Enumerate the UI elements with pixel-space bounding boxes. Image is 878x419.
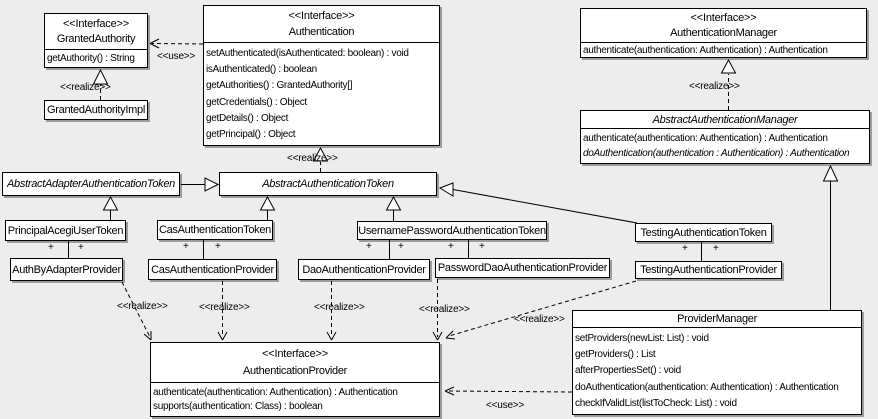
class-name: GrantedAuthorityImpl	[47, 104, 145, 116]
method: getDetails() : Object	[206, 112, 289, 124]
stereotype: <<Interface>>	[288, 10, 355, 22]
use-label: <<use>>	[486, 400, 525, 411]
assoc-end-plus: +	[48, 242, 54, 253]
edge-gen-adaptertoken-abstracttoken	[181, 177, 220, 192]
class-cas-authentication-provider[interactable]: CasAuthenticationProvider	[148, 259, 277, 280]
class-auth-by-adapter-provider[interactable]: AuthByAdapterProvider	[10, 258, 123, 281]
class-abstract-authentication-manager[interactable]: AbstractAuthenticationManager authentica…	[580, 110, 870, 164]
method: setProviders(newList: List) : void	[575, 333, 709, 345]
class-name: CasAuthenticationProvider	[151, 263, 274, 276]
assoc-end-plus: +	[398, 241, 404, 252]
class-cas-authentication-token[interactable]: CasAuthenticationToken	[157, 220, 273, 240]
realize-label: <<realize>>	[314, 302, 365, 313]
edge-gen-testingtoken	[438, 182, 638, 224]
assoc-end-plus: +	[713, 243, 719, 254]
stereotype: <<Interface>>	[63, 17, 129, 30]
realize-label: <<realize>>	[419, 304, 470, 315]
edge-gen-principaltoken	[102, 195, 119, 220]
class-name: AuthByAdapterProvider	[12, 263, 121, 276]
class-name: CasAuthenticationToken	[158, 224, 272, 236]
assoc-end-plus: +	[479, 241, 485, 252]
realize-label: <<realize>>	[287, 153, 338, 164]
realize-label: <<realize>>	[199, 302, 250, 313]
class-provider-manager[interactable]: ProviderManager setProviders(newList: Li…	[572, 310, 862, 415]
edge-gen-usernamepasswordtoken	[385, 195, 402, 221]
realize-label: <<realize>>	[689, 81, 740, 92]
class-name: TestingAuthenticationToken	[640, 226, 767, 239]
stereotype: <<Interface>>	[690, 12, 757, 24]
method: getCredentials() : Object	[206, 96, 307, 108]
method: checkIfValidList(listToCheck: List) : vo…	[575, 397, 737, 409]
class-name: TestingAuthenticationProvider	[640, 264, 777, 276]
class-authentication[interactable]: <<Interface>> Authentication setAuthenti…	[203, 5, 440, 146]
assoc-end-plus: +	[215, 241, 221, 252]
class-name: GrantedAuthority	[56, 33, 136, 46]
method: isAuthenticated() : boolean	[206, 64, 317, 76]
class-authentication-manager[interactable]: <<Interface>> AuthenticationManager auth…	[580, 8, 867, 58]
class-testing-authentication-token[interactable]: TestingAuthenticationToken	[635, 223, 772, 242]
class-name: AuthenticationProvider	[242, 365, 348, 377]
method: getAuthority() : String	[47, 53, 135, 64]
class-abstract-adapter-authentication-token[interactable]: AbstractAdapterAuthenticationToken	[2, 172, 180, 196]
class-name: PrincipalAcegiUserToken	[7, 224, 124, 237]
method: setAuthenticated(isAuthenticated: boolea…	[206, 48, 409, 60]
method: authenticate(authentication: Authenticat…	[153, 386, 398, 398]
class-password-dao-authentication-provider[interactable]: PasswordDaoAuthenticationProvider	[435, 258, 610, 278]
method: getAuthorities() : GrantedAuthority[]	[206, 80, 353, 92]
class-dao-authentication-provider[interactable]: DaoAuthenticationProvider	[298, 259, 430, 280]
class-granted-authority-impl[interactable]: GrantedAuthorityImpl	[44, 100, 148, 120]
method: getPrincipal() : Object	[206, 128, 296, 140]
class-username-password-authentication-token[interactable]: UsernamePasswordAuthenticationToken	[357, 221, 547, 240]
assoc-end-plus: +	[366, 241, 372, 252]
class-name: AbstractAdapterAuthenticationToken	[7, 178, 175, 190]
edge-gen-providermanager-aam	[822, 164, 839, 310]
method: supports(authentication: Class) : boolea…	[153, 401, 323, 413]
stereotype: <<Interface>>	[262, 348, 328, 360]
edge-gen-castoken	[259, 195, 276, 220]
class-name: AbstractAuthenticationManager	[652, 113, 798, 126]
use-label: <<use>>	[157, 51, 196, 62]
class-authentication-provider[interactable]: <<Interface>> AuthenticationProvider aut…	[150, 342, 440, 417]
method: doAuthentication(authentication: Authent…	[575, 381, 839, 393]
assoc-end-plus: +	[183, 241, 189, 252]
realize-label: <<realize>>	[514, 314, 565, 325]
class-name: AbstractAuthenticationToken	[262, 178, 394, 190]
class-testing-authentication-provider[interactable]: TestingAuthenticationProvider	[635, 261, 782, 279]
assoc-end-plus: +	[448, 241, 454, 252]
edge-use-authentication-grantedauthority	[149, 38, 204, 49]
method: authenticate(authentication: Authenticat…	[583, 133, 828, 144]
class-name: DaoAuthenticationProvider	[302, 263, 426, 276]
class-name: AuthenticationManager	[670, 27, 777, 39]
assoc-end-plus: +	[78, 242, 84, 253]
class-principal-acegi-user-token[interactable]: PrincipalAcegiUserToken	[5, 220, 126, 241]
method: getProviders() : List	[575, 349, 656, 361]
realize-label: <<realize>>	[60, 82, 111, 93]
class-granted-authority[interactable]: <<Interface>> GrantedAuthority getAuthor…	[44, 13, 148, 68]
class-name: UsernamePasswordAuthenticationToken	[358, 224, 546, 237]
method: afterPropertiesSet() : void	[575, 365, 681, 377]
edge-use-providermanager-authenticationprovider	[444, 386, 573, 396]
class-name: PasswordDaoAuthenticationProvider	[437, 262, 608, 274]
class-name: Authentication	[288, 26, 355, 38]
class-name: ProviderManager	[677, 313, 757, 325]
method: doAuthentication(authentication : Authen…	[583, 148, 850, 159]
assoc-end-plus: +	[682, 243, 688, 254]
method: authenticate(authentication: Authenticat…	[583, 44, 828, 56]
realize-label: <<realize>>	[117, 301, 168, 312]
class-abstract-authentication-token[interactable]: AbstractAuthenticationToken	[219, 172, 437, 196]
